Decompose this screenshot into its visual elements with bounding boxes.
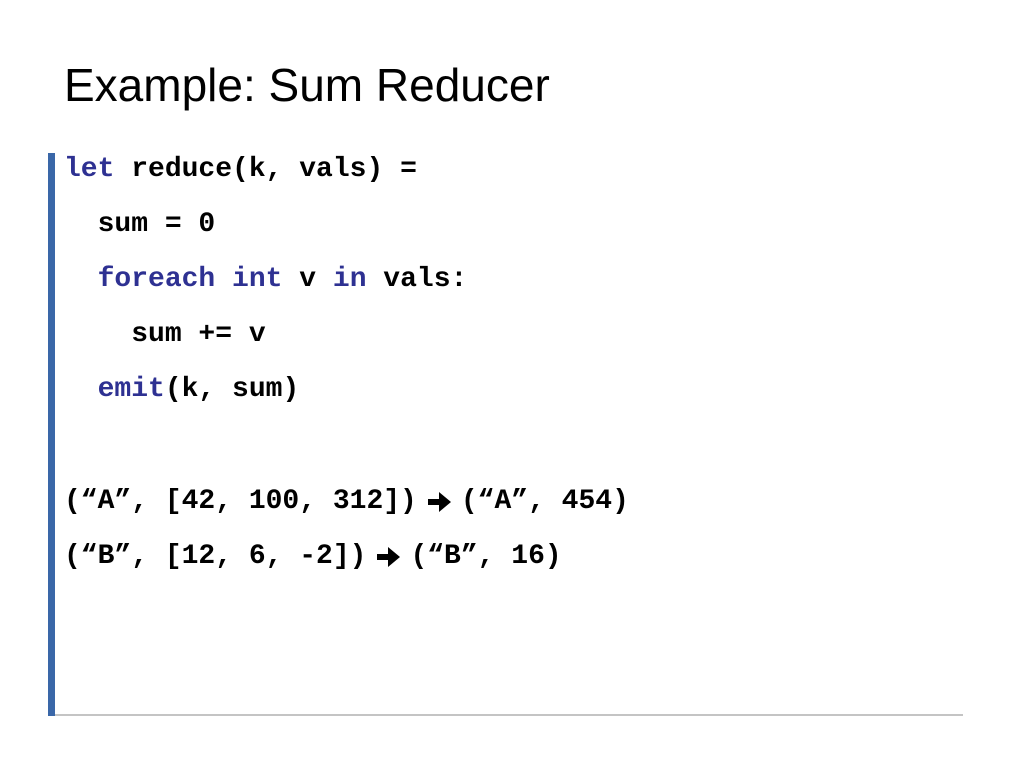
code-text: sum = 0 [97,209,216,240]
example-line-1: (“A”, [42, 100, 312]) (“A”, 454) [64,485,629,519]
code-block: let reduce(k, vals) = sum = 0 foreach in… [64,0,629,572]
example-output: (“B”, 16) [410,541,562,572]
bottom-rule [55,714,963,716]
code-line-2: sum = 0 [64,208,216,242]
code-text: (k, sum) [164,374,300,405]
code-line-4: sum += v [64,318,266,352]
code-line-1: let reduce(k, vals) = [64,153,417,187]
right-arrow-icon [425,485,453,519]
code-text: v [282,264,333,295]
code-text: sum += v [131,319,266,350]
keyword-in: in [332,264,367,295]
keyword-let: let [64,154,115,185]
accent-bar [48,153,55,716]
code-text: vals: [366,264,468,295]
keyword-foreach: foreach [97,264,216,295]
example-input: (“A”, [42, 100, 312]) [64,486,417,517]
code-indent [64,264,98,295]
example-input: (“B”, [12, 6, -2]) [64,541,367,572]
code-text: reduce(k, vals) = [114,154,417,185]
keyword-int: int [232,264,283,295]
code-indent [64,374,98,405]
code-indent [64,209,98,240]
code-indent [64,319,131,350]
code-line-3: foreach int v in vals: [64,263,468,297]
example-line-2: (“B”, [12, 6, -2]) (“B”, 16) [64,540,562,574]
keyword-emit: emit [97,374,165,405]
slide-title: Example: Sum Reducer [64,59,550,111]
code-space [215,264,232,295]
code-line-5: emit(k, sum) [64,373,300,407]
right-arrow-icon [374,540,402,574]
example-output: (“A”, 454) [460,486,629,517]
